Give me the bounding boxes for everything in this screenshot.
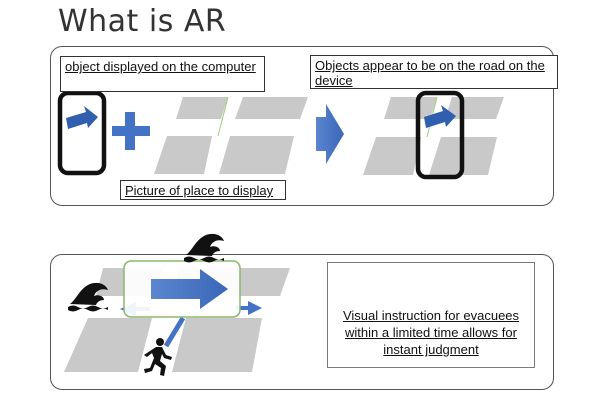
slide-title: What is AR <box>58 4 227 39</box>
evacuation-arrow-icon <box>151 269 228 309</box>
phone-icon <box>57 90 107 176</box>
running-person-icon <box>144 338 172 376</box>
phone-icon-device <box>415 90 465 180</box>
road-picture-device <box>363 96 504 175</box>
label-picture-place: Picture of place to display <box>120 180 286 200</box>
label-objects-road: Objects appear to be on the road on the … <box>310 55 558 89</box>
result-arrow-icon <box>316 104 344 164</box>
wave-icon-left <box>68 282 108 312</box>
arrow-icon <box>66 106 98 129</box>
path-line <box>163 316 186 348</box>
plus-icon <box>112 112 150 150</box>
instruction-text-box: Visual instruction for evacuees within a… <box>327 262 535 368</box>
wave-icon <box>184 233 224 263</box>
arrow-icon-device <box>424 105 456 128</box>
road-picture <box>154 96 308 174</box>
label-object-computer: object displayed on the computer <box>60 56 265 92</box>
side-arrow-right-icon <box>236 301 262 315</box>
